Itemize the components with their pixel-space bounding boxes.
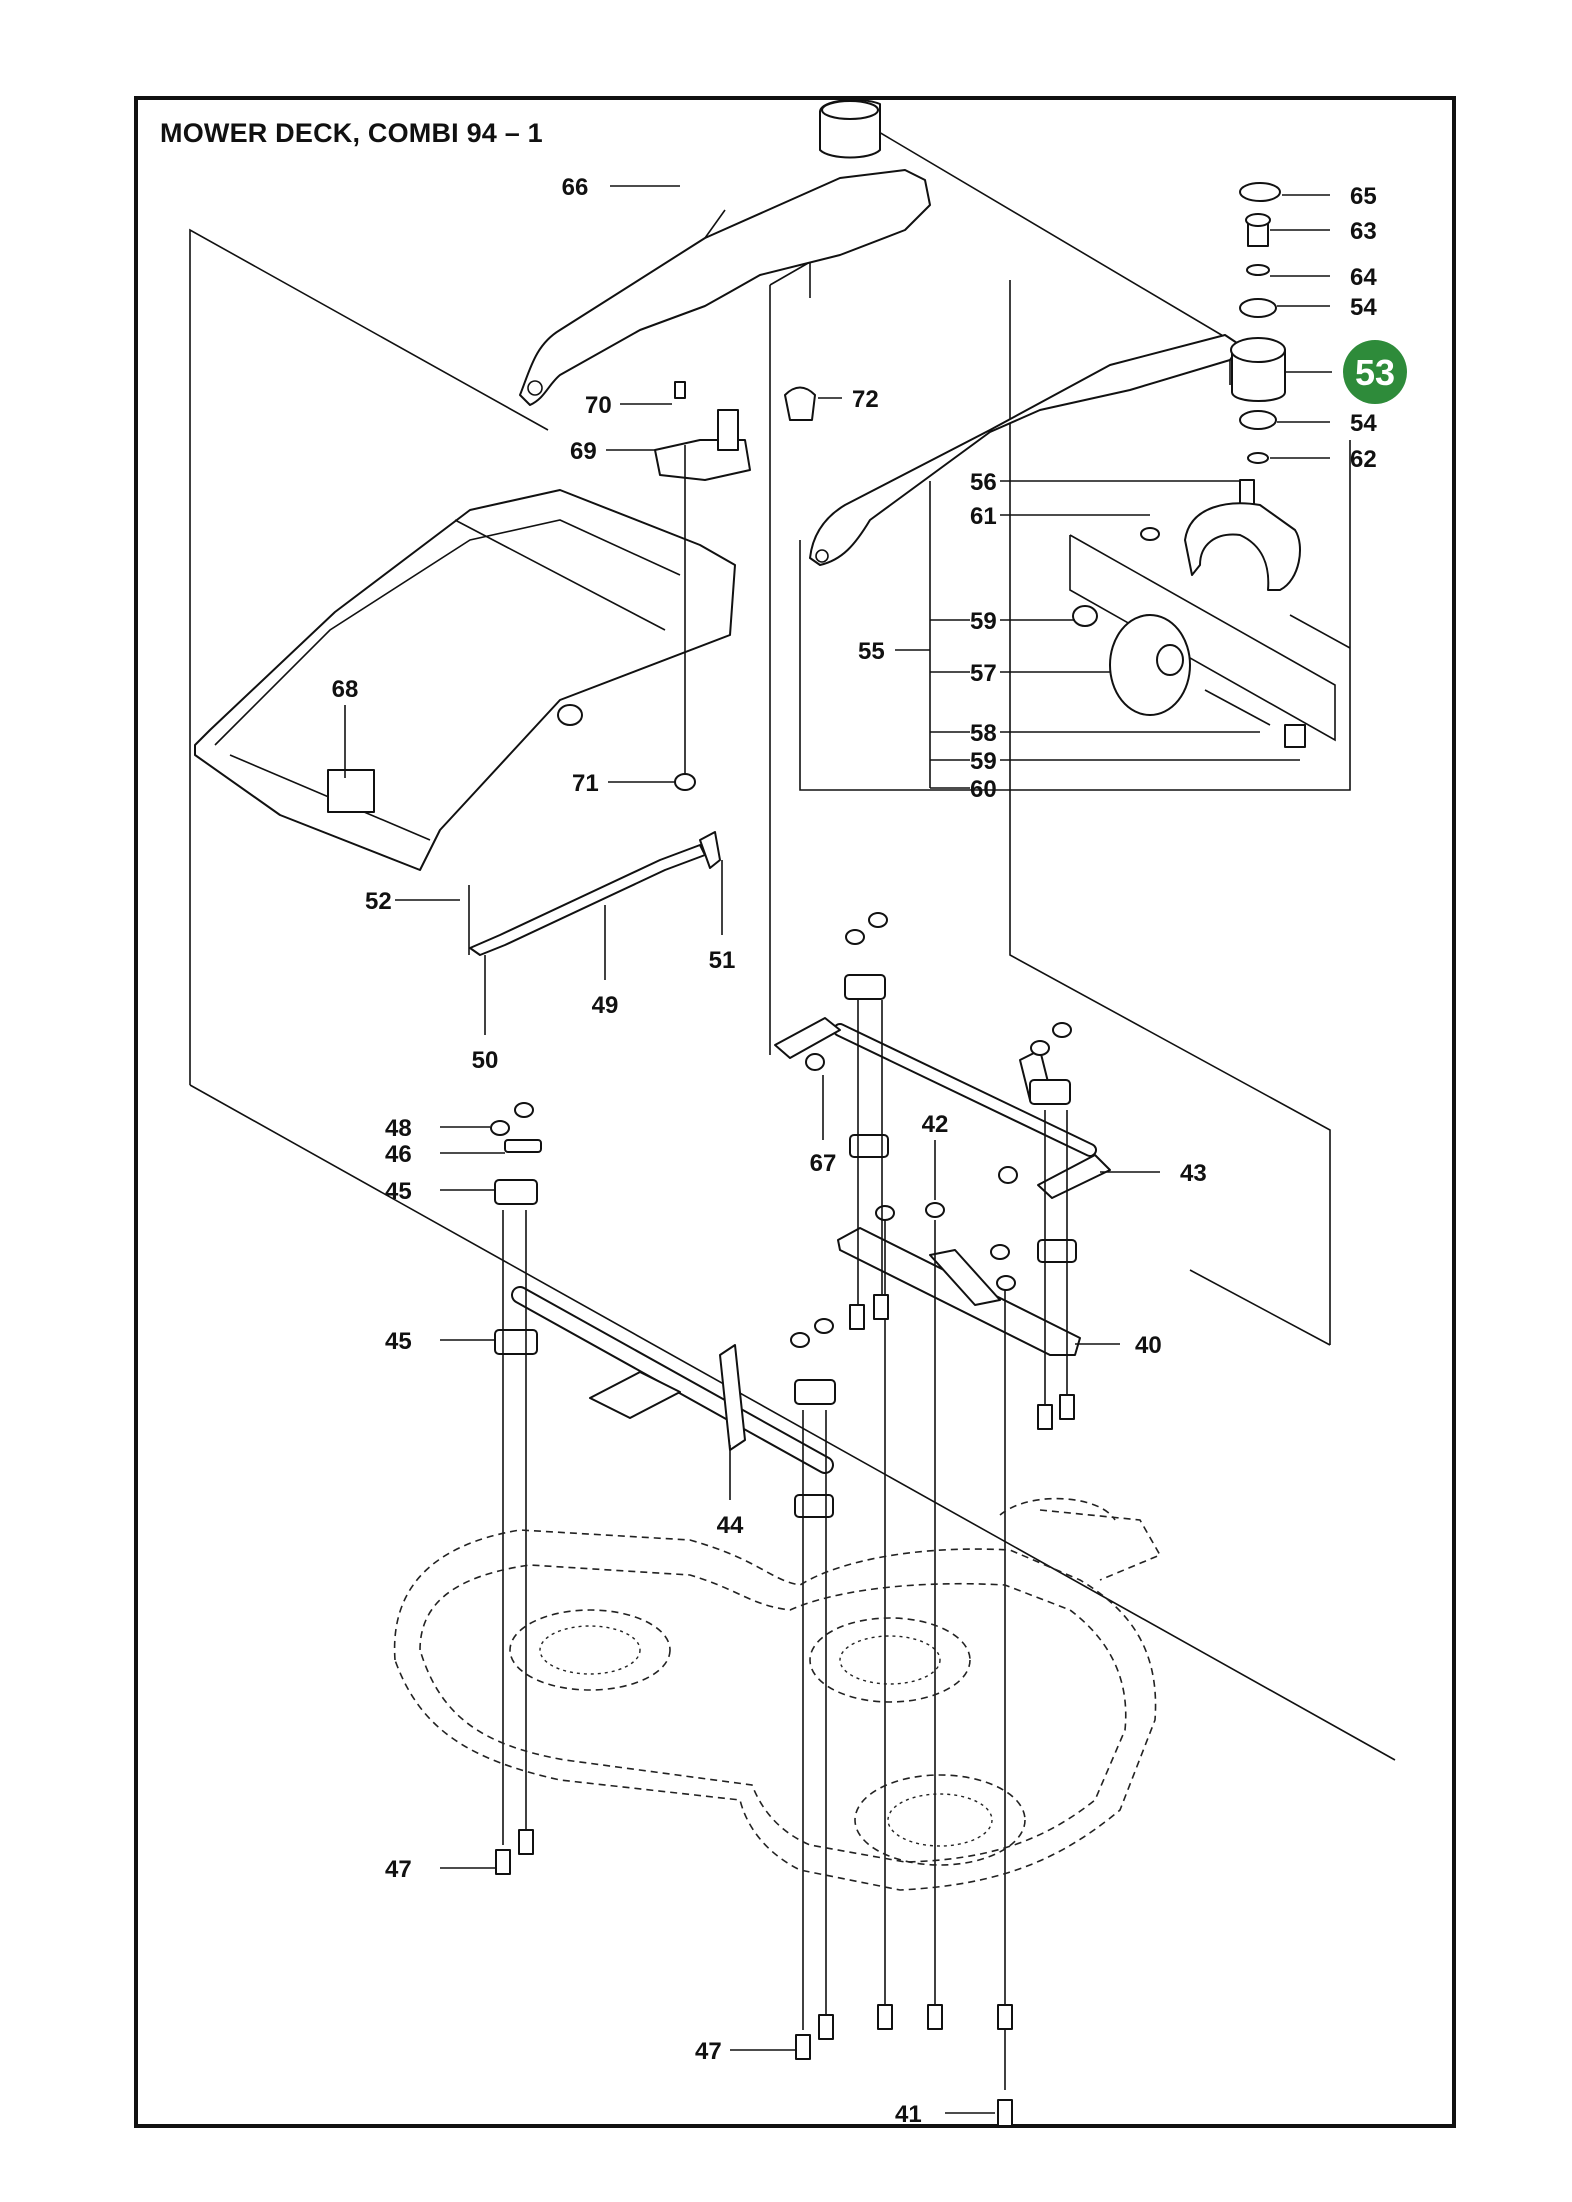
callout-57: 57 bbox=[970, 660, 997, 687]
callout-41: 41 bbox=[895, 2101, 922, 2128]
callout-51: 51 bbox=[709, 947, 736, 974]
callout-52: 52 bbox=[365, 888, 392, 915]
callout-66: 66 bbox=[562, 174, 589, 201]
callout-59-top: 59 bbox=[970, 608, 997, 635]
lower-support-arm bbox=[809, 334, 1241, 566]
callout-62: 62 bbox=[1350, 446, 1377, 473]
callout-70: 70 bbox=[585, 392, 612, 419]
callout-56: 56 bbox=[970, 469, 997, 496]
callout-50: 50 bbox=[472, 1047, 499, 1074]
callout-44: 44 bbox=[717, 1512, 744, 1539]
highlight-badge bbox=[1343, 340, 1407, 404]
center-bracket bbox=[837, 1227, 1081, 1356]
callout-72: 72 bbox=[852, 386, 879, 413]
callout-46: 46 bbox=[385, 1141, 412, 1168]
callout-61: 61 bbox=[970, 503, 997, 530]
callout-67: 67 bbox=[810, 1150, 837, 1177]
callout-45-bottom: 45 bbox=[385, 1328, 412, 1355]
callout-leaders bbox=[344, 185, 1332, 2114]
nuts-washers bbox=[490, 912, 1072, 1348]
wheel-subpanel bbox=[1069, 534, 1336, 742]
upper-support-arm bbox=[519, 98, 931, 406]
callout-47-left: 47 bbox=[385, 1856, 412, 1883]
callout-43: 43 bbox=[1180, 1160, 1207, 1187]
callout-65: 65 bbox=[1350, 183, 1377, 210]
bottom-bolts bbox=[495, 1294, 1075, 2127]
callout-47-center: 47 bbox=[695, 2038, 722, 2065]
caster-fork-assembly bbox=[1072, 479, 1351, 748]
front-lift-shaft bbox=[511, 1286, 834, 1474]
diagram-title: MOWER DECK, COMBI 94 – 1 bbox=[160, 118, 543, 148]
callout-49: 49 bbox=[592, 992, 619, 1019]
callout-63: 63 bbox=[1350, 218, 1377, 245]
callout-42: 42 bbox=[922, 1111, 949, 1138]
callout-60: 60 bbox=[970, 776, 997, 803]
callout-71: 71 bbox=[572, 770, 599, 797]
link-rod bbox=[468, 831, 721, 1010]
callout-45-top: 45 bbox=[385, 1178, 412, 1205]
lift-frame bbox=[194, 489, 736, 871]
callout-64: 64 bbox=[1350, 264, 1377, 291]
panel-outlines bbox=[189, 121, 1396, 1761]
bolt-alignment-lines bbox=[502, 445, 1068, 2090]
mower-deck-outline bbox=[393, 1497, 1162, 1891]
highlight-badge-label: 53 bbox=[1355, 352, 1395, 393]
caster-bearing-stack bbox=[1230, 182, 1286, 464]
callout-59-bottom: 59 bbox=[970, 748, 997, 775]
callout-54-bottom: 54 bbox=[1350, 410, 1377, 437]
callout-40: 40 bbox=[1135, 1332, 1162, 1359]
callout-48: 48 bbox=[385, 1115, 412, 1142]
callout-labels: 66 65 63 64 54 54 62 70 72 69 56 61 55 5… bbox=[332, 174, 1378, 2128]
diagram-frame bbox=[134, 96, 1456, 2128]
callout-54-top: 54 bbox=[1350, 294, 1377, 321]
callout-69: 69 bbox=[570, 438, 597, 465]
bracket-parts bbox=[654, 381, 816, 791]
callout-55: 55 bbox=[858, 638, 885, 665]
callout-58: 58 bbox=[970, 720, 997, 747]
callout-68: 68 bbox=[332, 676, 359, 703]
